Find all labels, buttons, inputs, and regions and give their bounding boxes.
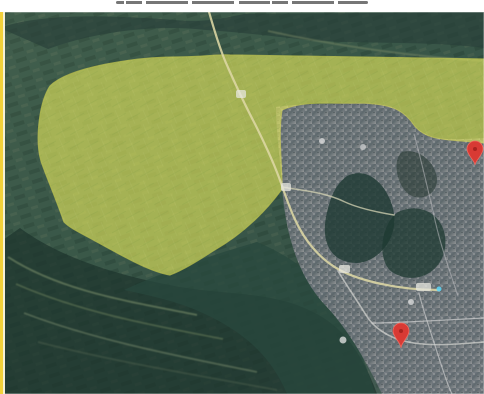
north-dark-field bbox=[0, 12, 484, 49]
dark-vegetation-patch-east bbox=[382, 208, 446, 278]
satellite-map[interactable] bbox=[0, 12, 484, 394]
highlighted-area-texture bbox=[38, 54, 484, 276]
road-label-badge-middle bbox=[281, 183, 291, 191]
marker-lower-center[interactable] bbox=[392, 322, 410, 349]
lower-north-south-road bbox=[418, 292, 453, 394]
place-dot-southeast bbox=[408, 299, 414, 305]
urban-road-east bbox=[281, 186, 395, 216]
left-yellow-edge bbox=[0, 12, 8, 394]
red-map-marker-icon[interactable] bbox=[466, 140, 484, 166]
road-labels bbox=[236, 90, 431, 291]
satellite-map-canvas[interactable] bbox=[0, 12, 484, 394]
map-points bbox=[319, 138, 442, 344]
top-caption bbox=[0, 0, 484, 12]
red-map-marker-icon[interactable] bbox=[392, 322, 410, 349]
place-dot-north bbox=[319, 138, 325, 144]
road-label-badge-south bbox=[339, 265, 350, 273]
blue-place-dot bbox=[436, 286, 442, 292]
marker-right-edge[interactable] bbox=[466, 140, 484, 166]
lower-cross-road bbox=[371, 317, 484, 324]
eastern-road bbox=[413, 133, 459, 297]
southern-road bbox=[337, 270, 484, 346]
marker-center-dot bbox=[399, 329, 403, 333]
place-dot-northeast bbox=[360, 144, 366, 150]
blurred-caption-text bbox=[116, 1, 368, 4]
road-label-badge-north bbox=[236, 90, 246, 98]
place-dot-southwest bbox=[339, 336, 347, 344]
dark-vegetation-patch-center bbox=[324, 173, 395, 263]
road-network bbox=[207, 12, 484, 394]
road-label-badge-east bbox=[416, 283, 431, 291]
marker-center-dot bbox=[473, 147, 477, 151]
main-road bbox=[207, 12, 441, 292]
